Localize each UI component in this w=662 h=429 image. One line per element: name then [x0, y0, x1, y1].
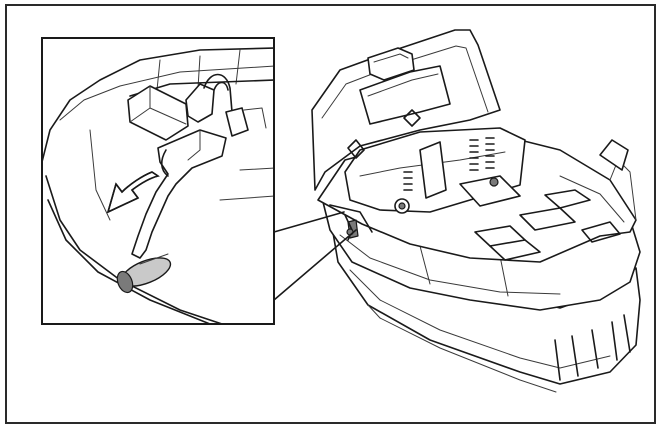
deck-markings	[474, 175, 625, 261]
inset-release-lever	[116, 129, 227, 294]
inset-hinge	[185, 73, 267, 137]
label-printer-device	[311, 29, 641, 393]
callout-leader-lines	[273, 211, 357, 301]
base-grips	[554, 314, 631, 381]
detail-inset	[41, 37, 275, 325]
lid-latch	[367, 47, 415, 81]
outer-frame	[5, 4, 656, 424]
tape-springs	[403, 137, 495, 191]
